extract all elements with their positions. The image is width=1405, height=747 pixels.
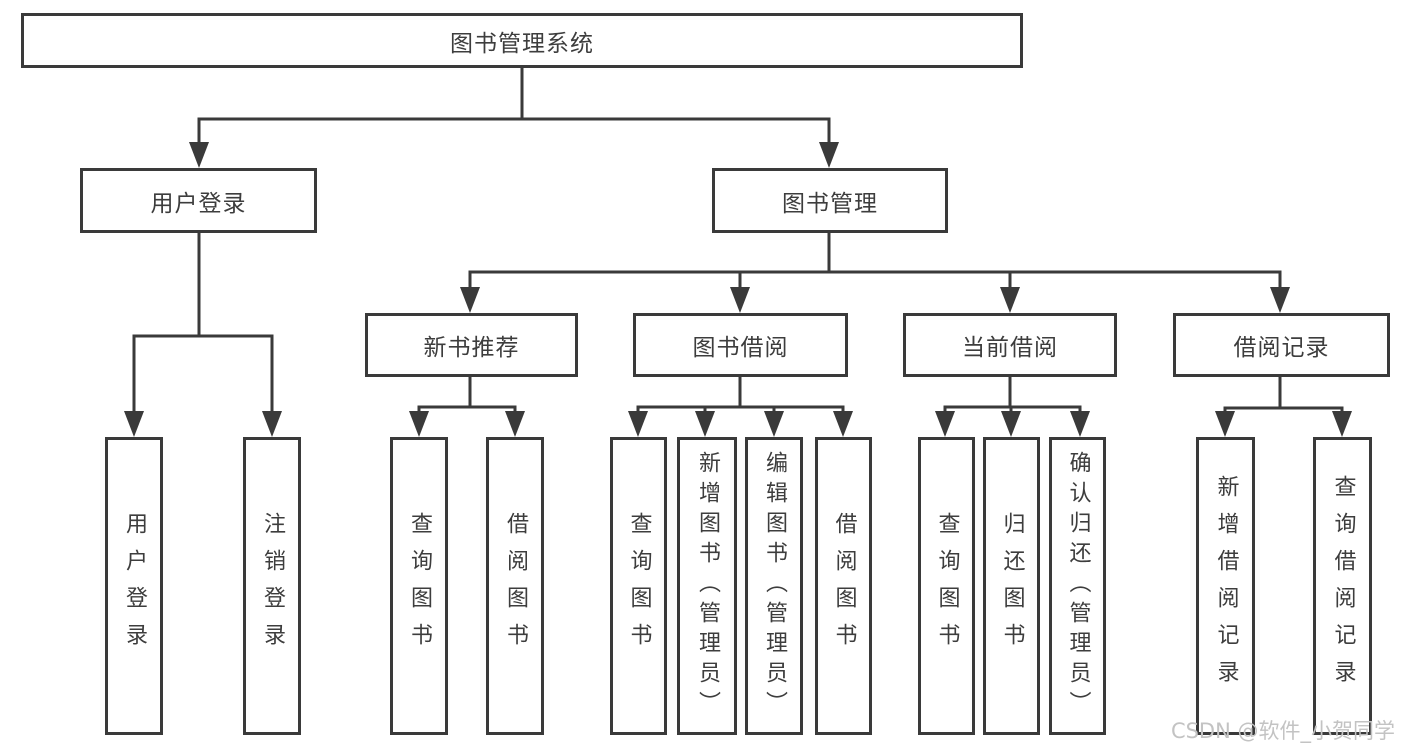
node-current-borrow: 当前借阅 bbox=[903, 313, 1117, 377]
node-leaf-user-login: 用户登录 bbox=[105, 437, 163, 735]
node-leaf-query-books-recommend: 查询图书 bbox=[390, 437, 448, 735]
node-library-system: 图书管理系统 bbox=[21, 13, 1023, 68]
arrowheads bbox=[124, 142, 1352, 437]
node-borrow-records: 借阅记录 bbox=[1173, 313, 1390, 377]
node-leaf-query-books-recommend-label: 查询图书 bbox=[407, 512, 432, 660]
node-book-management: 图书管理 bbox=[712, 168, 948, 233]
node-leaf-logout-label: 注销登录 bbox=[260, 512, 285, 660]
node-leaf-edit-books-admin: 编辑图书（管理员） bbox=[745, 437, 803, 735]
node-library-system-label: 图书管理系统 bbox=[450, 30, 594, 57]
node-new-book-recommend-label: 新书推荐 bbox=[423, 335, 520, 361]
connector-bookmgmt-to-level3 bbox=[468, 233, 1282, 293]
connector-root-to-level2 bbox=[197, 68, 831, 148]
node-leaf-query-books-current-label: 查询图书 bbox=[934, 512, 960, 660]
node-leaf-return-books-label: 归还图书 bbox=[999, 512, 1025, 660]
node-leaf-logout: 注销登录 bbox=[243, 437, 301, 735]
node-leaf-add-books-admin-label: 新增图书（管理员） bbox=[695, 451, 720, 721]
connector-records-to-children bbox=[1223, 377, 1344, 418]
node-leaf-query-borrow-record-label: 查询借阅记录 bbox=[1330, 475, 1356, 697]
node-leaf-user-login-label: 用户登录 bbox=[122, 512, 147, 660]
node-leaf-borrow-books-recommend-label: 借阅图书 bbox=[503, 512, 528, 660]
node-leaf-borrow-books-recommend: 借阅图书 bbox=[486, 437, 544, 735]
node-borrow-records-label: 借阅记录 bbox=[1233, 335, 1330, 361]
node-new-book-recommend: 新书推荐 bbox=[365, 313, 578, 377]
node-leaf-borrow-books-label: 借阅图书 bbox=[831, 512, 857, 660]
node-leaf-add-borrow-record: 新增借阅记录 bbox=[1196, 437, 1255, 735]
connector-borrow-to-children bbox=[636, 377, 845, 418]
node-leaf-query-borrow-record: 查询借阅记录 bbox=[1313, 437, 1372, 735]
connector-newbooks-to-children bbox=[417, 377, 517, 418]
watermark: CSDN @软件_小贺同学 bbox=[1170, 719, 1395, 743]
node-book-borrow: 图书借阅 bbox=[633, 313, 848, 377]
node-user-login-label: 用户登录 bbox=[150, 190, 247, 217]
node-leaf-edit-books-admin-label: 编辑图书（管理员） bbox=[762, 451, 787, 721]
node-book-management-label: 图书管理 bbox=[782, 190, 878, 217]
node-leaf-query-books-borrow-label: 查询图书 bbox=[626, 512, 652, 660]
connector-userlogin-to-children bbox=[132, 233, 274, 418]
node-leaf-query-books-borrow: 查询图书 bbox=[610, 437, 667, 735]
node-leaf-borrow-books: 借阅图书 bbox=[815, 437, 872, 735]
node-leaf-add-borrow-record-label: 新增借阅记录 bbox=[1213, 475, 1239, 697]
node-leaf-confirm-return-admin: 确认归还（管理员） bbox=[1049, 437, 1106, 735]
node-current-borrow-label: 当前借阅 bbox=[962, 335, 1058, 361]
node-leaf-return-books: 归还图书 bbox=[983, 437, 1040, 735]
node-leaf-query-books-current: 查询图书 bbox=[918, 437, 975, 735]
node-leaf-add-books-admin: 新增图书（管理员） bbox=[677, 437, 737, 735]
node-book-borrow-label: 图书借阅 bbox=[692, 335, 789, 361]
node-user-login: 用户登录 bbox=[80, 168, 317, 233]
node-leaf-confirm-return-admin-label: 确认归还（管理员） bbox=[1065, 451, 1091, 721]
